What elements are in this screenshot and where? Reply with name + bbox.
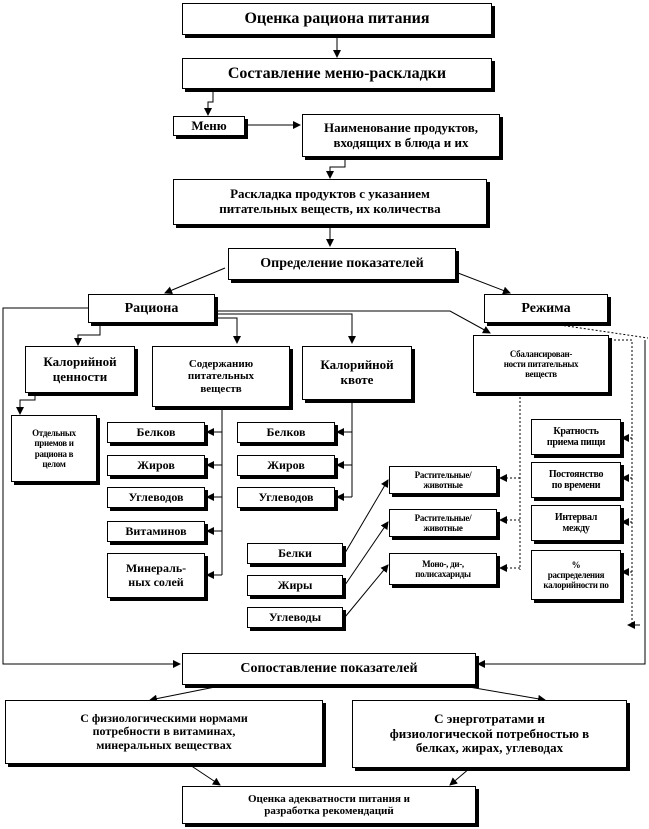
arrow-ration-to-caloric-value (74, 323, 101, 346)
box-nutrient-proteins: Белков (107, 422, 205, 443)
box-meal-interval: Интервал между (531, 505, 621, 541)
box-macro-carbs: Углеводы (247, 607, 343, 628)
arrow-caloric-value-to-meals (16, 393, 36, 415)
box-ration: Рациона (88, 294, 215, 323)
box-quota-carbs: Углеводов (237, 487, 335, 508)
arrow-comparison-to-energy (439, 681, 546, 703)
arrow-ration-to-balance (215, 310, 491, 334)
arrow-layout-to-menu (204, 89, 214, 116)
box-caloric-quota: Калорийной квоте (302, 346, 412, 400)
box-nutrient-fats: Жиров (107, 455, 205, 476)
arrow-comparison-to-norms (149, 681, 241, 703)
box-nutrient-vitamins: Витаминов (107, 521, 205, 542)
box-menu: Меню (173, 116, 245, 136)
box-meal-frequency: Кратность приема пищи (531, 419, 621, 455)
box-macro-fats: Жиры (247, 575, 343, 596)
box-source-carbs: Моно-, ди-, полисахариды (389, 553, 497, 585)
arrow-ration-to-quota (215, 313, 356, 344)
box-source-fats: Растительные/ животные (389, 509, 497, 537)
arrow-products-to-layout (326, 157, 346, 179)
box-meal-time-constancy: Постоянство по времени (531, 462, 621, 498)
loop-left-to-comparison (2, 307, 181, 668)
box-quota-proteins: Белков (237, 422, 335, 443)
box-indicators: Определение показателей (228, 248, 456, 280)
box-macro-proteins: Белки (247, 543, 343, 564)
box-source-proteins: Растительные/ животные (389, 466, 497, 494)
box-comparison: Сопоставление показателей (182, 653, 476, 685)
box-separate-meals: Отдельных приемов и рациона в целом (11, 415, 97, 482)
arrow-energy-to-adequacy (449, 767, 471, 786)
box-product-names: Наименование продуктов, входящих в блюда… (302, 114, 500, 157)
arrow-carbs-to-source (344, 564, 389, 618)
box-nutrient-content: Содержанию питательных веществ (152, 346, 290, 407)
box-caloric-value: Калорийной ценности (25, 346, 135, 393)
arrow-ration-to-nutrient-content (215, 317, 241, 344)
box-nutrient-carbs: Углеводов (107, 487, 205, 508)
box-regime: Режима (484, 294, 608, 323)
box-nutrient-minerals: Минераль- ных солей (107, 553, 205, 598)
box-energy-needs: С энерготратами и физиологической потреб… (352, 700, 627, 768)
box-product-layout: Раскладка продуктов с указанием питатель… (173, 179, 487, 225)
loop-right-to-comparison (477, 340, 646, 668)
box-physiological-norms: С физиологическими нормами потребности в… (5, 700, 323, 764)
arrow-proteins-to-source (344, 479, 389, 554)
arrow-fats-to-source (344, 521, 389, 586)
box-quota-fats: Жиров (237, 455, 335, 476)
arrow-norms-to-adequacy (189, 764, 221, 786)
box-nutrient-balance: Сбалансирован- ности питательных веществ (473, 335, 609, 393)
arrow-indicators-to-ration (164, 267, 226, 294)
box-adequacy-assessment: Оценка адекватности питания и разработка… (182, 786, 476, 824)
box-calorie-distribution: % распределения калорийности по (531, 550, 621, 600)
regime-bracket (610, 339, 633, 625)
box-menu-layout: Составление меню-раскладки (182, 58, 492, 89)
arrow-regime-frequency (559, 324, 649, 339)
box-diet-evaluation: Оценка рациона питания (182, 3, 492, 35)
